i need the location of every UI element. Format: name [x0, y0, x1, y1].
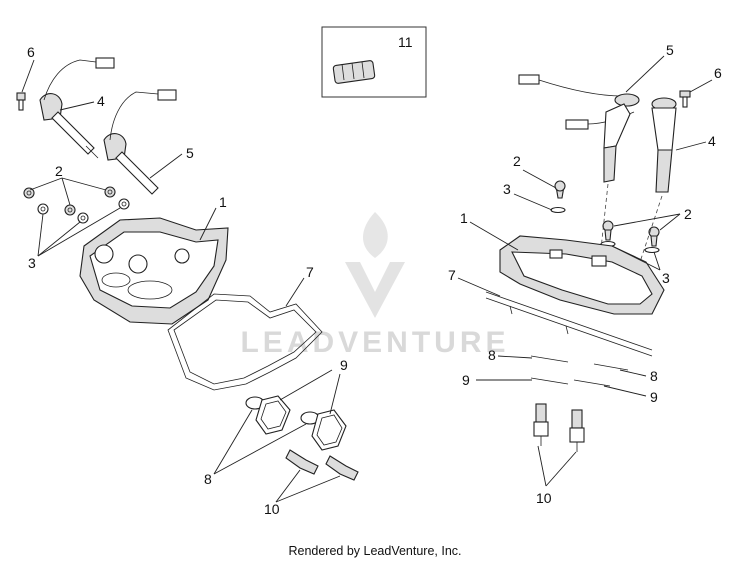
screw-2rb-icon: [602, 220, 614, 241]
valve-cover-1-icon: [79, 217, 229, 325]
spark-plug-10b-icon: [325, 455, 359, 481]
callout-left-6: 6: [27, 44, 35, 60]
watermark-flame-icon: [362, 212, 388, 258]
callout-right-3a: 3: [503, 181, 511, 197]
wiring-harness-icon: [518, 74, 635, 130]
screw-2a-icon: [23, 187, 35, 199]
spark-plug-10a-icon: [285, 449, 319, 475]
watermark: LEADVENTURE: [240, 212, 509, 359]
screw-2ra-icon: [554, 180, 566, 199]
callout-right-9a: 9: [462, 372, 470, 388]
washer-3ra-icon: [550, 206, 566, 214]
callout-right-1: 1: [460, 210, 468, 226]
bolt-6-icon: [16, 92, 26, 111]
washer-3c-icon: [118, 198, 130, 210]
left-assembly: 6 4 5 2 3 1 7 9 8 10: [16, 44, 359, 517]
guide-lines: [599, 183, 663, 263]
valve-cover-1r-icon: [499, 235, 665, 315]
screw-2b-icon: [64, 204, 76, 216]
bolt-6r-icon: [679, 90, 691, 108]
callout-left-7: 7: [306, 264, 314, 280]
spark-plug-10rb-icon: [569, 409, 585, 452]
callout-left-10: 10: [264, 501, 280, 517]
seal-9ra-icon: [530, 377, 569, 385]
callout-left-4: 4: [97, 93, 105, 109]
right-assembly: 5 6 4 2 3 1 2 3 7 8 9 8 9 10: [448, 42, 722, 506]
screw-2rc-icon: [648, 226, 660, 247]
screw-2c-icon: [104, 186, 116, 198]
callout-right-9b: 9: [650, 389, 658, 405]
seal-9a-icon: [255, 395, 291, 435]
oring-8ra-icon: [530, 355, 569, 363]
callout-right-2a: 2: [513, 153, 521, 169]
callout-right-5: 5: [666, 42, 674, 58]
washer-3rc-icon: [644, 246, 660, 254]
callout-right-2b: 2: [684, 206, 692, 222]
ignition-coil-4r-icon: [651, 97, 677, 193]
callout-11: 11: [398, 34, 413, 50]
callout-right-3b: 3: [662, 270, 670, 286]
watermark-logo-icon: [345, 262, 405, 318]
callout-right-10: 10: [536, 490, 552, 506]
seal-9b-icon: [311, 409, 347, 451]
ignition-coil-5r-icon: [603, 93, 640, 183]
ignition-coil-5-icon: [103, 89, 177, 195]
callout-left-1: 1: [219, 194, 227, 210]
oring-8rb-icon: [593, 363, 629, 371]
callout-right-6: 6: [714, 65, 722, 81]
gasket-7-icon: [167, 293, 323, 391]
footer-credit: Rendered by LeadVenture, Inc.: [288, 544, 462, 558]
callout-left-3: 3: [28, 255, 36, 271]
left-leader-lines: [21, 59, 341, 503]
gasket-7r-icon: [485, 291, 653, 357]
callout-right-8b: 8: [650, 368, 658, 384]
callout-left-8: 8: [204, 471, 212, 487]
callout-left-5: 5: [186, 145, 194, 161]
washer-3b-icon: [77, 212, 89, 224]
callout-left-2: 2: [55, 163, 63, 179]
fuse-pack-icon: [332, 60, 376, 84]
right-leader-lines: [457, 55, 713, 487]
ignition-coil-4-icon: [39, 57, 115, 159]
callout-right-4: 4: [708, 133, 716, 149]
washer-3a-icon: [37, 203, 49, 215]
seal-9rb-icon: [573, 379, 611, 387]
item-11-box: 11: [321, 26, 427, 98]
callout-right-8a: 8: [488, 347, 496, 363]
callout-left-9: 9: [340, 357, 348, 373]
spark-plug-10ra-icon: [533, 403, 549, 446]
callout-right-7: 7: [448, 267, 456, 283]
watermark-text: LEADVENTURE: [240, 326, 509, 359]
